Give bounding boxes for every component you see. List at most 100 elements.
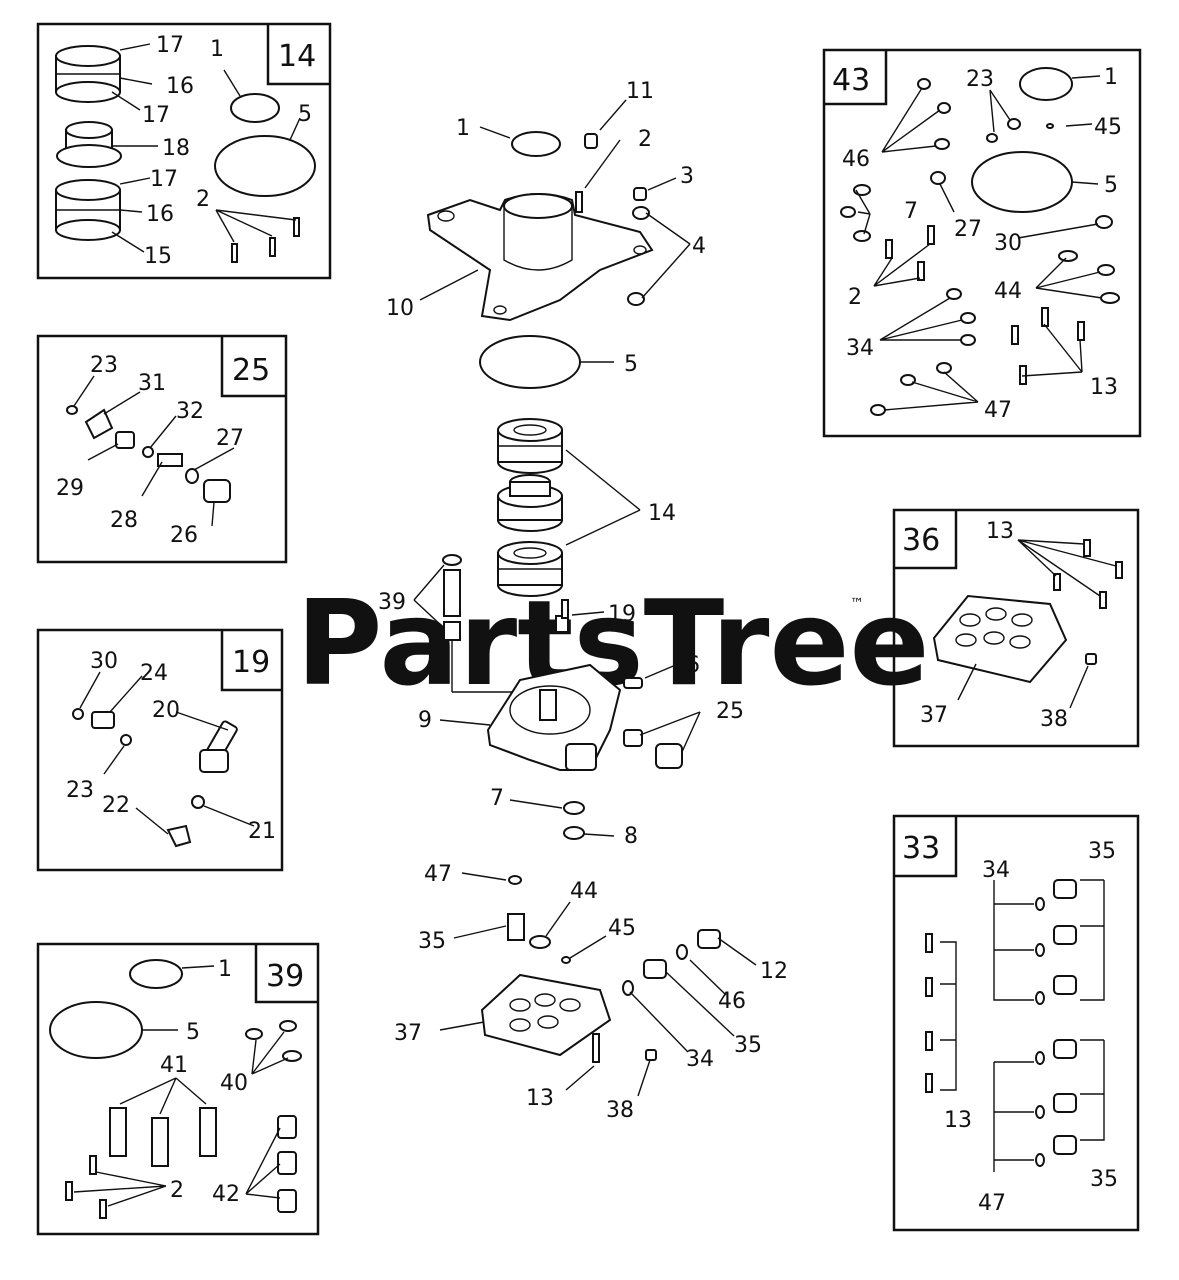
callout: 19	[608, 602, 636, 627]
callout: 47	[424, 862, 452, 887]
callout: 15	[144, 244, 172, 269]
piston-rod-part	[151, 1117, 169, 1167]
callout: 35	[418, 929, 446, 954]
callout: 31	[138, 371, 166, 396]
bolt-part	[89, 1155, 97, 1175]
piston-cap-part	[442, 554, 462, 566]
tiny-ring-part	[561, 956, 571, 964]
bolt-part	[1041, 307, 1049, 327]
bolt-part	[925, 977, 933, 997]
kit-number: 19	[232, 645, 270, 680]
bolt-part	[925, 933, 933, 953]
callout: 4	[692, 234, 706, 259]
main-callouts: 11 1 2 3 4 10 5 14 39 19 6 9 25 7 8 47 4…	[378, 79, 788, 1123]
piston-cap-part	[245, 1028, 263, 1040]
valve-part	[623, 729, 643, 747]
callout: 42	[212, 1182, 240, 1207]
kit-33-panel: 33 34 35 13 47 35	[892, 814, 1140, 1232]
valve-cap-part	[655, 743, 683, 769]
piston-spring-part	[443, 621, 461, 641]
callout: 30	[90, 649, 118, 674]
bolt-part	[269, 237, 276, 257]
fitting-part	[584, 133, 598, 149]
kit-number: 25	[232, 353, 270, 388]
callout: 23	[966, 67, 994, 92]
valve-head-part	[932, 594, 1068, 684]
fitting-body-part	[199, 749, 229, 773]
cap-part	[633, 187, 647, 201]
bolt-part	[1083, 539, 1091, 557]
piston-cap-part	[279, 1020, 297, 1032]
plug-part	[645, 1049, 657, 1061]
callout: 38	[606, 1098, 634, 1123]
spring-part	[277, 1151, 297, 1175]
callout: 8	[624, 824, 638, 849]
callout: 17	[156, 33, 184, 58]
o-ring-part	[622, 980, 634, 996]
kit-number: 14	[278, 39, 316, 74]
callout: 12	[760, 959, 788, 984]
bolt-part	[1011, 325, 1019, 345]
o-ring-part	[230, 93, 280, 123]
manifold-shaft-part	[539, 689, 557, 721]
trademark-symbol: ™	[850, 596, 864, 612]
o-ring-part	[191, 795, 205, 809]
callout: 35	[1090, 1167, 1118, 1192]
seat-part	[115, 431, 135, 449]
large-o-ring-part	[971, 151, 1073, 213]
o-ring-part	[676, 944, 688, 960]
callout: 22	[102, 793, 130, 818]
valve-ball-part	[84, 408, 114, 440]
callout: 30	[994, 231, 1022, 256]
bolt-part	[231, 243, 238, 263]
hose-barb-part	[561, 599, 569, 619]
bolt-part	[925, 1073, 933, 1093]
kit-number: 39	[266, 959, 304, 994]
callout: 45	[608, 916, 636, 941]
callout: 28	[110, 508, 138, 533]
o-ring-part	[66, 405, 78, 415]
callout: 41	[160, 1053, 188, 1078]
callout: 21	[248, 819, 276, 844]
o-ring-part	[142, 446, 154, 458]
callout: 2	[170, 1178, 184, 1203]
large-o-ring-part	[214, 135, 316, 197]
kit-number: 33	[902, 831, 940, 866]
bolt-part	[1099, 591, 1107, 609]
kit-36-panel: 36 13 37 38	[892, 508, 1140, 748]
bolt-part	[885, 239, 893, 259]
callout: 5	[298, 102, 312, 127]
kit-39-panel: 39 1 5 41 40 2 42	[36, 942, 320, 1236]
callout: 13	[944, 1108, 972, 1133]
callout: 5	[1104, 173, 1118, 198]
valve-column	[1035, 879, 1077, 1167]
valve-spring-part	[643, 959, 667, 979]
o-ring-part	[120, 734, 132, 746]
callout: 45	[1094, 115, 1122, 140]
callout: 2	[196, 187, 210, 212]
callout: 38	[1040, 707, 1068, 732]
piston-rod-part	[199, 1107, 217, 1157]
callout: 10	[386, 296, 414, 321]
spring-part	[277, 1115, 297, 1139]
o-ring-part	[511, 131, 561, 157]
callout: 18	[162, 136, 190, 161]
callout: 24	[140, 661, 168, 686]
callout: 5	[186, 1020, 200, 1045]
callout: 14	[648, 501, 676, 526]
spring-part	[277, 1189, 297, 1213]
callout: 13	[986, 519, 1014, 544]
kit-25-panel: 25 23 31 32 27 29 28 26	[36, 334, 288, 564]
callout: 1	[1104, 65, 1118, 90]
large-o-ring-part	[479, 335, 581, 389]
callout: 16	[166, 74, 194, 99]
callout: 6	[686, 653, 700, 678]
outlet-part	[565, 743, 597, 771]
callout: 34	[846, 336, 874, 361]
bolt-part	[927, 225, 935, 245]
bolt-part	[293, 217, 300, 237]
callout: 13	[1090, 375, 1118, 400]
callout: 44	[994, 279, 1022, 304]
callout: 25	[716, 699, 744, 724]
callout: 9	[418, 708, 432, 733]
